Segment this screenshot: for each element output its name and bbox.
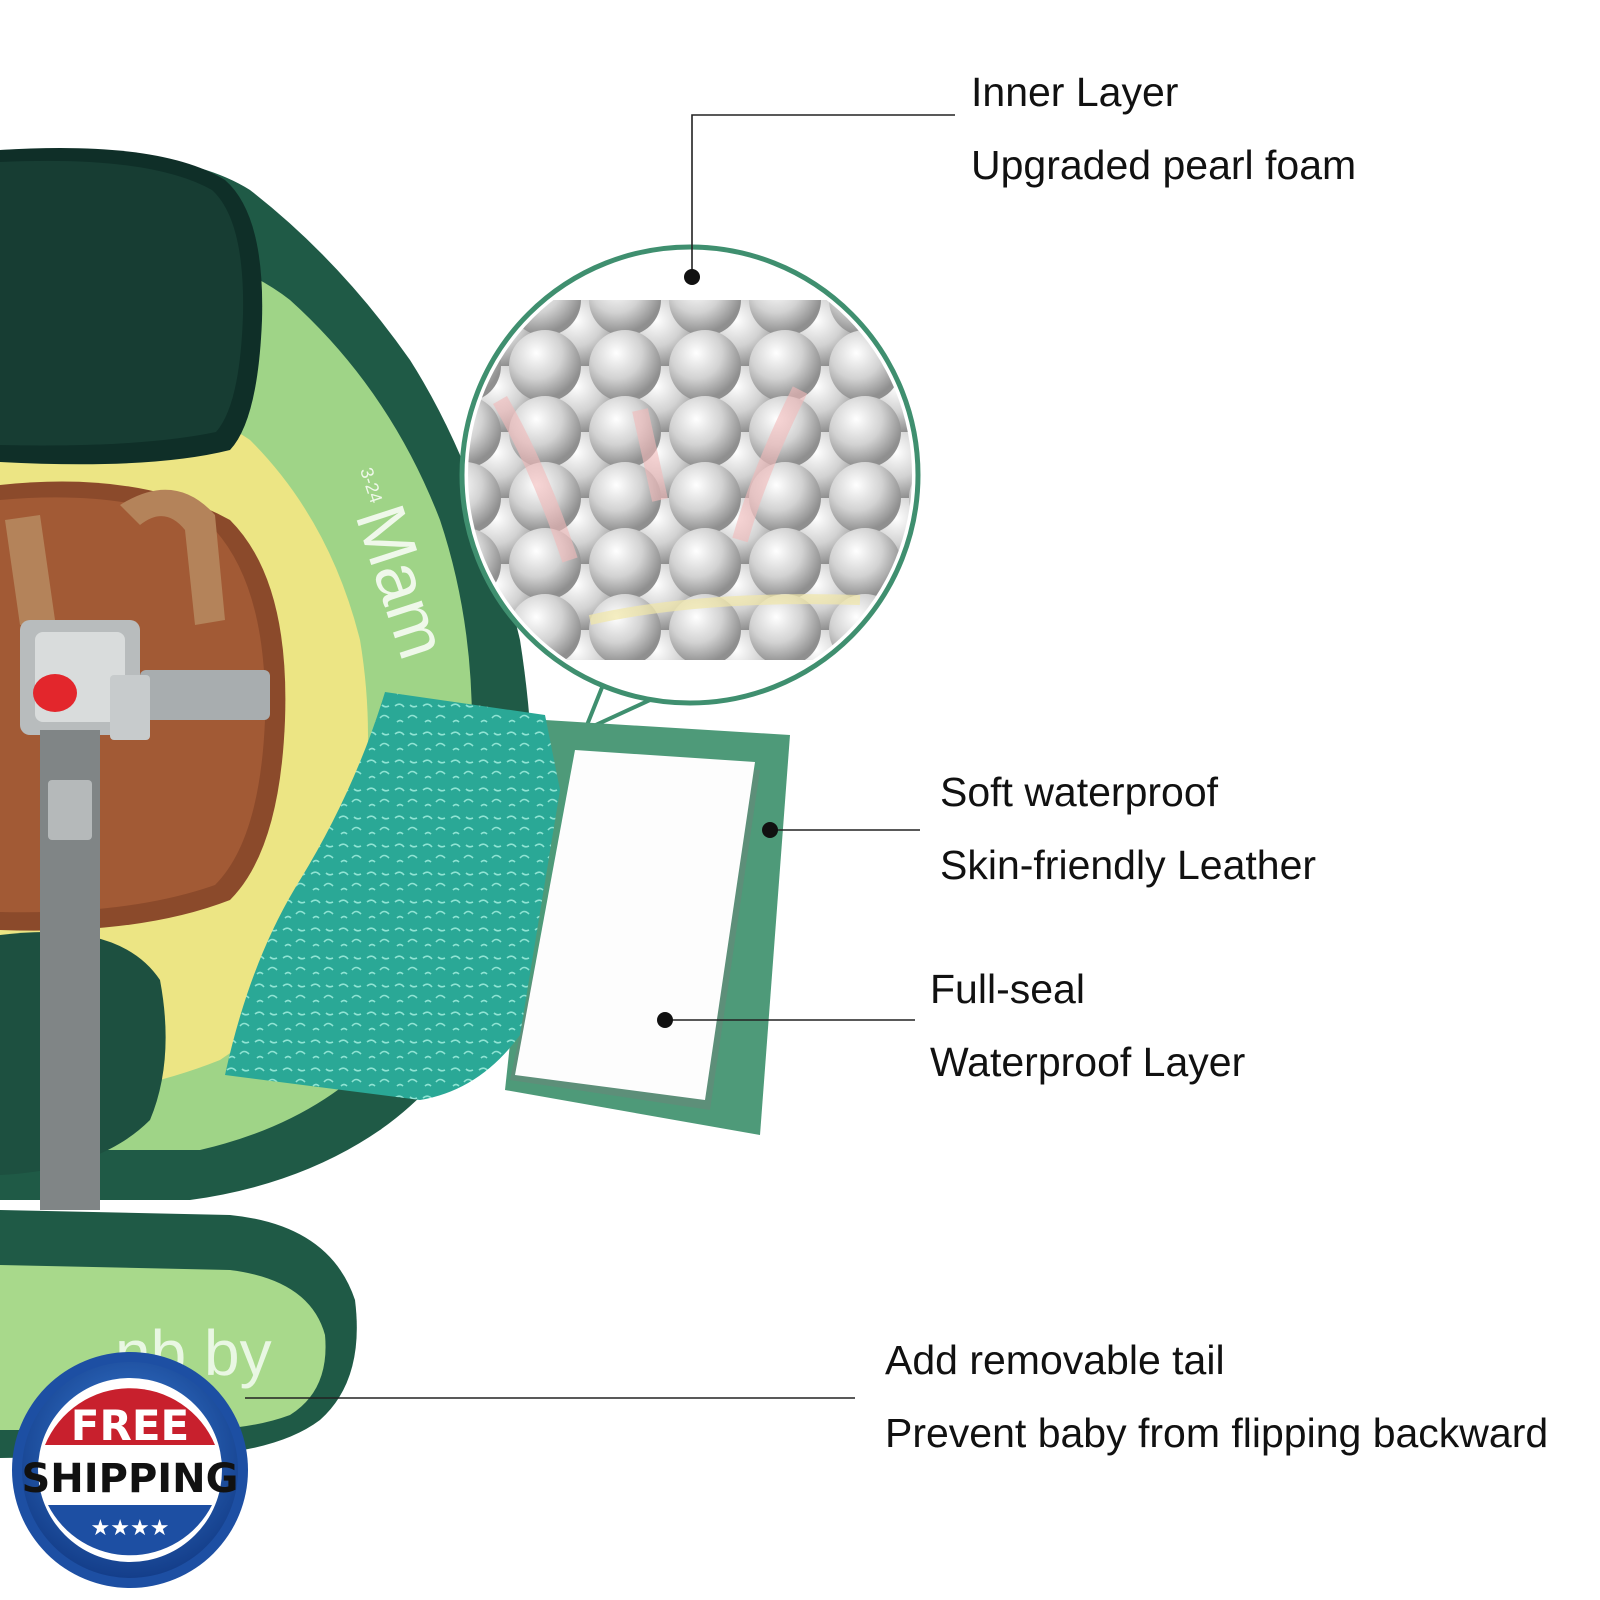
tail-title: Add removable tail <box>885 1337 1225 1383</box>
callout-leaders <box>245 114 955 1399</box>
waterproof-detail: Waterproof Layer <box>930 1039 1246 1085</box>
tail-detail: Prevent baby from flipping backward <box>885 1410 1549 1456</box>
leather-detail: Skin-friendly Leather <box>940 842 1317 888</box>
layer-cutaway <box>225 692 790 1135</box>
badge-line2: SHIPPING <box>22 1456 239 1502</box>
inner-layer-dot <box>684 269 700 285</box>
float-body: nb by Mam 3-24 <box>0 148 533 1458</box>
inner-layer-title: Inner Layer <box>971 69 1179 115</box>
badge-line1: FREE <box>71 1401 189 1450</box>
leather-title: Soft waterproof <box>940 769 1219 815</box>
badge-stars: ★★★★ <box>91 1516 170 1541</box>
waterproof-dot <box>657 1012 673 1028</box>
waterproof-title: Full-seal <box>930 966 1085 1012</box>
free-shipping-badge: FREE SHIPPING ★★★★ <box>12 1352 248 1588</box>
pearl-foam-magnifier <box>459 244 921 734</box>
leather-dot <box>762 822 778 838</box>
inner-layer-detail: Upgraded pearl foam <box>971 142 1357 188</box>
